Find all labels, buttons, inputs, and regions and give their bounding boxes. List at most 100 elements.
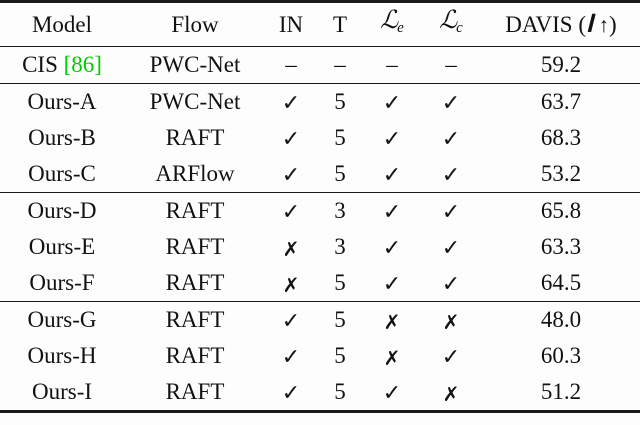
check-icon: ✓ — [441, 199, 461, 225]
cell-t: 5 — [334, 379, 346, 405]
up-arrow-icon: ↑ — [598, 12, 610, 37]
cell-davis: 48.0 — [482, 301, 640, 339]
cross-icon: ✗ — [282, 236, 300, 261]
table-row: CIS [86] PWC-Net – – – – 59.2 — [0, 46, 640, 84]
cell-flow: RAFT — [165, 234, 225, 260]
check-icon: ✓ — [441, 344, 461, 370]
cell-loss-e: ✓ — [364, 374, 420, 412]
table-row: Ours-A PWC-Net ✓ 5 ✓ ✓ 63.7 — [0, 83, 640, 121]
cell-t: 5 — [316, 83, 364, 121]
cell-t: 5 — [316, 301, 364, 339]
cell-t: – — [316, 46, 364, 84]
cell-loss-c: ✓ — [420, 338, 482, 374]
bottom-rule-cell — [316, 410, 364, 418]
bottom-rule-cell — [0, 410, 124, 418]
cell-loss-e: ✓ — [364, 265, 420, 302]
table-row: Ours-E RAFT ✗ 3 ✓ ✓ 63.3 — [0, 229, 640, 265]
model-name: CIS — [22, 52, 58, 78]
cell-loss-c: ✓ — [420, 192, 482, 230]
cell-loss-e: – — [364, 46, 420, 84]
cell-in: ✓ — [266, 374, 316, 412]
bottom-rule-cell — [124, 410, 266, 418]
check-icon: ✓ — [441, 162, 461, 188]
cell-model: Ours-E — [28, 234, 96, 260]
cell-in: ✓ — [266, 192, 316, 230]
cell-model: CIS [86] — [0, 46, 124, 84]
cell-in: ✓ — [266, 83, 316, 121]
table-row: Ours-C ARFlow ✓ 5 ✓ ✓ 53.2 — [0, 156, 640, 193]
cross-icon: ✗ — [282, 272, 300, 297]
cell-davis: 59.2 — [482, 46, 640, 84]
check-icon: ✓ — [281, 308, 301, 334]
davis-label-suffix: ) — [609, 11, 617, 37]
dash-icon: – — [445, 52, 457, 78]
citation-reference[interactable]: [86] — [63, 52, 102, 78]
table-body: CIS [86] PWC-Net – – – – 59.2 Ours-A PWC… — [0, 46, 640, 418]
table-row: Ours-B RAFT ✓ 5 ✓ ✓ 68.3 — [0, 120, 640, 156]
cell-loss-e: ✓ — [364, 156, 420, 193]
cell-davis: 60.3 — [540, 343, 582, 369]
dash-icon: – — [285, 52, 297, 78]
cell-davis: 63.7 — [482, 83, 640, 121]
cell-davis: 53.2 — [540, 161, 582, 187]
bottom-rule-cell — [420, 410, 482, 418]
table-row: Ours-H RAFT ✓ 5 ✗ ✓ 60.3 — [0, 338, 640, 374]
davis-label-prefix: DAVIS ( — [505, 11, 587, 37]
table-row: Ours-D RAFT ✓ 3 ✓ ✓ 65.8 — [0, 192, 640, 230]
check-icon: ✓ — [382, 90, 402, 116]
cell-loss-e: ✓ — [364, 120, 420, 156]
cell-t: 5 — [334, 343, 346, 369]
column-header-in: IN — [266, 0, 316, 47]
cell-flow: RAFT — [124, 301, 266, 339]
cell-t: 5 — [334, 125, 346, 151]
cell-loss-c: ✓ — [420, 265, 482, 302]
cross-icon: ✗ — [442, 381, 460, 406]
check-icon: ✓ — [441, 235, 461, 261]
table-bottom-rule — [0, 410, 640, 418]
cell-model: Ours-B — [28, 125, 96, 151]
check-icon: ✓ — [382, 162, 402, 188]
cell-loss-c: – — [420, 46, 482, 84]
check-icon: ✓ — [441, 126, 461, 152]
cell-loss-e: ✓ — [364, 229, 420, 265]
cross-icon: ✗ — [442, 309, 460, 334]
check-icon: ✓ — [281, 344, 301, 370]
cell-davis: 63.3 — [540, 234, 582, 260]
script-l-icon: ℒ — [439, 7, 458, 34]
cell-t: 3 — [316, 192, 364, 230]
column-header-loss-e: ℒe — [364, 0, 420, 47]
cell-davis: 51.2 — [540, 379, 582, 405]
check-icon: ✓ — [382, 235, 402, 261]
column-header-davis: DAVIS (𝐥 ↑) — [482, 0, 640, 47]
script-j-icon: 𝐥 — [586, 10, 593, 38]
cell-in: ✓ — [266, 338, 316, 374]
subscript-c: c — [456, 20, 463, 37]
check-icon: ✓ — [382, 271, 402, 297]
cross-icon: ✗ — [383, 345, 401, 370]
check-icon: ✓ — [382, 199, 402, 225]
dash-icon: – — [334, 52, 346, 78]
cell-loss-c: ✓ — [420, 120, 482, 156]
cell-flow: RAFT — [165, 270, 225, 296]
table-row: Ours-F RAFT ✗ 5 ✓ ✓ 64.5 — [0, 265, 640, 302]
column-header-model: Model — [0, 0, 124, 47]
cell-davis: 68.3 — [540, 125, 582, 151]
cell-flow: RAFT — [165, 343, 225, 369]
cell-loss-c: ✓ — [420, 156, 482, 193]
cell-model: Ours-A — [0, 83, 124, 121]
cell-flow: PWC-Net — [124, 83, 266, 121]
cell-in: ✗ — [266, 265, 316, 302]
check-icon: ✓ — [382, 380, 402, 406]
cell-flow: RAFT — [165, 379, 225, 405]
cell-in: – — [266, 46, 316, 84]
cross-icon: ✗ — [383, 309, 401, 334]
cell-t: 5 — [334, 161, 346, 187]
cell-loss-e: ✓ — [364, 83, 420, 121]
cell-loss-c: ✗ — [420, 374, 482, 412]
cell-model: Ours-G — [0, 301, 124, 339]
cell-flow: RAFT — [124, 192, 266, 230]
cell-t: 3 — [334, 234, 346, 260]
cell-in: ✗ — [266, 229, 316, 265]
